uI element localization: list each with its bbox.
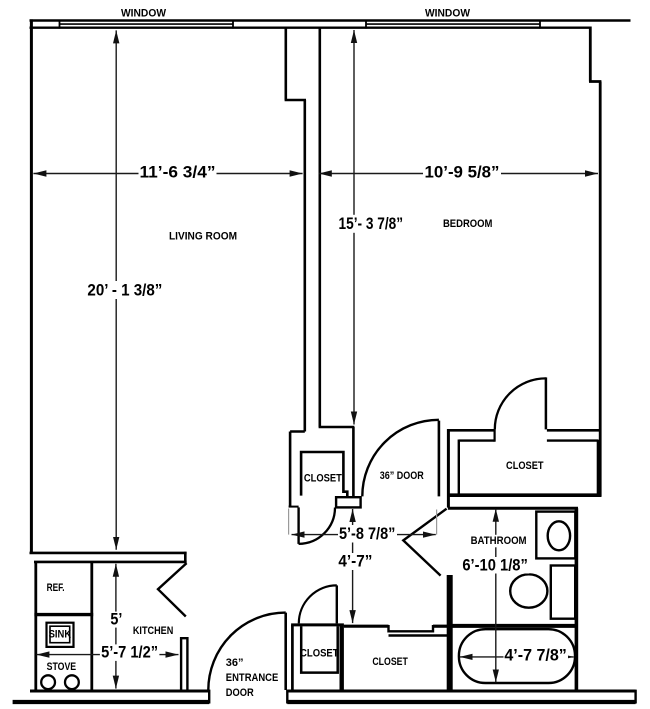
wall-break-zigzag-kitchen (156, 562, 188, 618)
dim-text-living-length: 20’ - 1 3/8” (87, 281, 162, 299)
labels: WINDOW WINDOW LIVING ROOM BEDROOM 36” DO… (47, 7, 544, 699)
dim-text-bg (109, 611, 124, 628)
dim-text-bg (85, 281, 164, 299)
bedroom-closet-label: CLOSET (506, 460, 544, 472)
entrance-door-label-word2: DOOR (226, 687, 254, 699)
bathtub (457, 628, 577, 685)
hall-door-swing-arc (361, 418, 439, 497)
entrance-door-label-size: 36” (226, 657, 244, 669)
bedroom-closet-door-swing-arc (493, 377, 546, 430)
living-room-label: LIVING ROOM (169, 230, 237, 242)
dim-text-living-width: 11’-6 3/4” (140, 164, 216, 182)
entry-closet-label: CLOSET (300, 648, 339, 660)
dim-text-bg (461, 557, 530, 574)
kitchen-sink-outer (45, 621, 75, 649)
dim-text-bathroom-length: 6’-10 1/8” (462, 556, 528, 574)
toilet-tank (549, 564, 577, 620)
dim-text-bg (338, 525, 397, 543)
walls (12, 19, 637, 705)
dim-text-hall-length: 4’-7” (338, 553, 372, 571)
dimension-texts: 11’-6 3/4” 10’-9 5/8” 20’ - 1 3/8” 15’- … (87, 164, 566, 665)
hall-door-label: 36” DOOR (380, 470, 424, 482)
dim-text-bg (99, 644, 160, 661)
dim-text-kitchen-width: 5’-7 1/2” (101, 644, 158, 662)
bathroom-label: BATHROOM (471, 535, 527, 547)
dim-text-bg (138, 163, 217, 181)
entrance-door-label-word1: ENTRANCE (226, 672, 278, 684)
stove-label: STOVE (47, 661, 77, 673)
wall-lower-closet-door-step (387, 625, 435, 633)
entrance-door-swing-arc (207, 611, 286, 691)
wall-entrance-jamb (179, 637, 189, 690)
bathroom-sink-counter (535, 510, 577, 560)
bedroom-label: BEDROOM (443, 218, 493, 230)
window-right-label: WINDOW (425, 7, 471, 19)
entry-closet-box (299, 626, 339, 674)
kitchen-sink-inner (49, 625, 71, 644)
wall-break-zigzag-bathroom (401, 507, 448, 577)
bathroom-sink-bowl (546, 520, 572, 552)
dim-text-bg (337, 553, 375, 570)
wall-living-east (284, 26, 307, 507)
wall-hall-closet (299, 450, 349, 498)
dim-text-bg (503, 647, 568, 664)
dim-text-bedroom-width: 10’-9 5/8” (425, 164, 500, 182)
room-label-bg (470, 534, 528, 548)
ref-label: REF. (47, 582, 65, 594)
dim-text-bedroom-length: 15’- 3 7/8” (339, 215, 404, 233)
window-right-caps (365, 19, 541, 29)
wall-right-outer (588, 26, 602, 497)
window-left-caps (58, 19, 234, 29)
stove-burner-right (63, 674, 80, 691)
dim-text-hall-width: 5’-8 7/8” (339, 525, 396, 543)
dim-text-kitchen-length: 5’ (110, 611, 122, 629)
fixtures (40, 510, 577, 691)
kitchen-label: KITCHEN (133, 625, 174, 637)
text-backgrounds (85, 163, 568, 664)
window-left-label: WINDOW (121, 7, 167, 19)
hall-closet-label: CLOSET (304, 473, 342, 485)
dim-text-tub-length: 4’-7 7/8” (504, 647, 567, 665)
toilet-bowl (508, 573, 549, 609)
dim-text-bg (423, 163, 501, 181)
stove-burner-left (40, 674, 57, 691)
wall-bottom-caps-right (286, 689, 637, 704)
dim-text-bg (337, 214, 405, 233)
entry-closet-door-swing-arc (297, 584, 337, 624)
sink-label: SINK (49, 629, 72, 641)
wall-bedroom-west (318, 26, 355, 497)
lower-closet-label: CLOSET (372, 656, 408, 668)
